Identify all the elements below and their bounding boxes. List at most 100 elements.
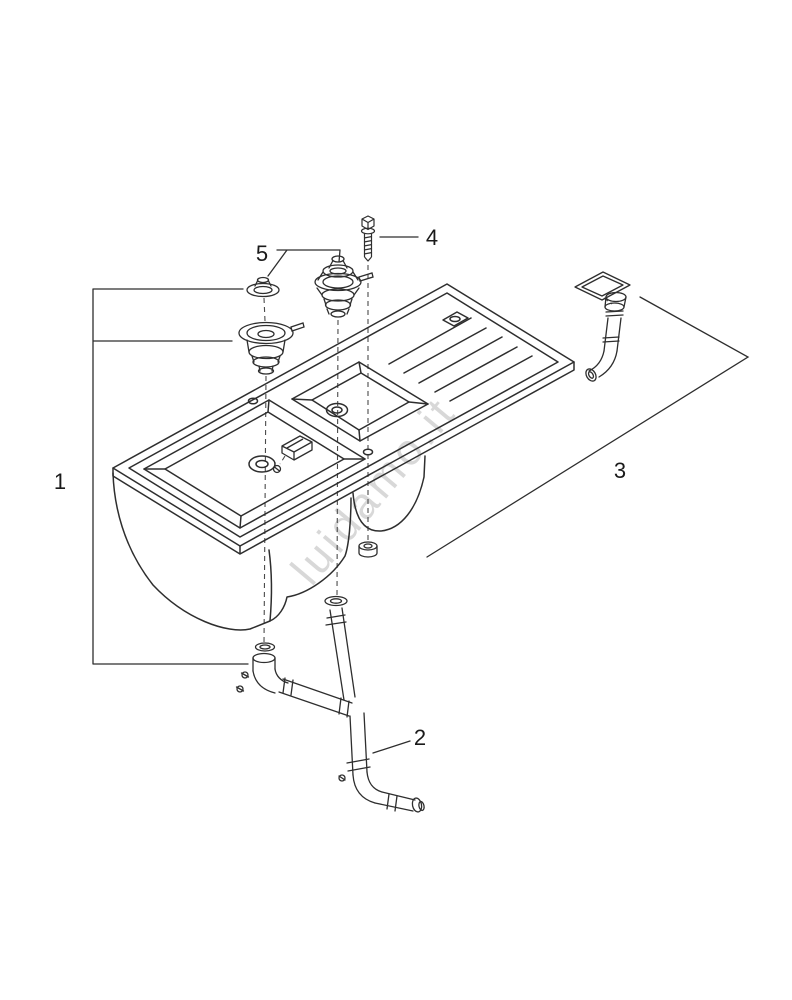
overflow-outlet-flange: [585, 368, 597, 382]
mounting-clamp: [272, 435, 313, 474]
overflow-pipe-ribs: [605, 310, 624, 317]
trap-clamp-screw: [338, 774, 346, 782]
overflow-pipe-elbow: [588, 350, 618, 378]
part-label-1: 1: [54, 469, 66, 494]
trap-coupling-2: [338, 697, 350, 718]
middle-strainer-body-sides: [316, 287, 360, 315]
trap-clamp-bolt-1-slot: [240, 672, 250, 678]
clamp-body: [281, 435, 313, 461]
sink-underside-bowl-divider: [268, 549, 273, 622]
sink-underside-left-bowls: [112, 472, 352, 631]
screw-tip: [364, 256, 372, 262]
middle-strainer-flange-inner: [322, 275, 354, 289]
screw-washer: [360, 227, 376, 235]
left-bowl-drain-hole: [248, 455, 276, 473]
middle-strainer-lever: [358, 272, 374, 282]
middle-strainer-ring2: [324, 299, 352, 311]
locknut-sides: [358, 546, 378, 558]
basket-knob: [331, 255, 345, 263]
overflow-pipe-tube: [603, 317, 622, 352]
axis-middle-strainer-dashed: [336, 319, 339, 598]
part-label-4: 4: [426, 225, 438, 250]
trap-inlet-flange: [252, 652, 276, 664]
locknut-hole: [363, 543, 373, 549]
sink-body: [112, 283, 575, 631]
screw-threads: [363, 235, 373, 255]
strainer-lever: [290, 322, 305, 332]
strainer-locknut: [358, 541, 378, 558]
middle-bowl-drain-hole-inner: [331, 406, 343, 414]
strainer-cap-base: [246, 282, 280, 298]
strainer-left-assembly: [238, 276, 305, 375]
strainer-body-ring2: [252, 356, 280, 368]
overflow-escutcheon: [574, 271, 631, 301]
overflow-outlet-hole: [587, 371, 595, 379]
trap-inlet-tube: [252, 657, 276, 672]
basket-stem: [328, 259, 348, 269]
oring-middle-inner: [329, 598, 343, 604]
trap-branch-coupling: [325, 614, 347, 626]
middle-strainer-tail: [330, 310, 346, 318]
strainer-flange-hole: [257, 329, 275, 339]
left-bowl-bottom: [164, 411, 345, 517]
rim-hole-front: [362, 448, 374, 456]
drainboard-grooves: [388, 317, 533, 402]
strainer-flange-inner: [246, 324, 286, 342]
locknut-top: [358, 541, 378, 551]
oring-left: [254, 642, 276, 652]
overflow-pipe-band: [604, 302, 625, 312]
drainboard-drain-slot-inner: [449, 315, 461, 323]
axis-clamp-dashed: [279, 455, 286, 465]
oring-middle: [324, 595, 348, 607]
trap-clamp-screw-slot: [338, 775, 346, 781]
strainer-cap-base-inner: [253, 285, 273, 295]
left-bowl-corner-lines: [143, 399, 366, 529]
trap-outlet-tube: [374, 791, 416, 812]
overflow-pipe-nut: [605, 291, 627, 303]
sink-inner-rim: [128, 292, 559, 538]
middle-strainer-ring1: [321, 288, 355, 302]
trap-branch-tube: [329, 607, 356, 701]
left-bowl-drain-hole-inner: [255, 459, 269, 469]
rim-hole-back: [247, 397, 259, 405]
middle-bowl-corner-lines: [291, 361, 429, 442]
axis-left-strainer-dashed: [263, 297, 267, 645]
strainer-cap-cone: [254, 279, 272, 287]
part-label-5: 5: [256, 241, 268, 266]
sink-underside-middle-bowl: [352, 455, 426, 532]
overflow-pipe-ring: [602, 336, 620, 343]
part-label-3: 3: [614, 458, 626, 483]
trap-clamp-bolt-2-slot: [235, 686, 245, 692]
middle-strainer-flange: [314, 272, 362, 292]
strainer-middle-assembly: [314, 255, 374, 318]
watermark-text: luidamo.it: [282, 387, 466, 593]
clamp-screw: [272, 464, 282, 474]
part5-bracket-line: [267, 249, 341, 277]
strainer-cap-knob: [256, 276, 270, 284]
trap-clamp-bolt-2: [236, 685, 244, 693]
drainboard-drain-slot: [442, 311, 469, 327]
part2-leader-line: [372, 740, 411, 754]
trap-outlet-ribs: [386, 793, 398, 812]
drain-trap-assembly: [235, 595, 425, 813]
trap-bottom-elbow: [352, 771, 383, 804]
strainer-body-sides: [246, 339, 286, 372]
sink-rim-edge: [112, 361, 575, 555]
trap-clamp-band: [346, 758, 371, 772]
part1-bracket-line: [92, 288, 249, 665]
basket-top: [322, 264, 354, 278]
trap-clamp-bolt-1: [241, 671, 249, 679]
trap-inlet-elbow: [252, 668, 289, 694]
screw-head: [361, 215, 375, 231]
strainer-body-tail: [257, 367, 275, 375]
overflow-escutcheon-inner: [581, 275, 624, 297]
strainer-body-ring1: [248, 344, 284, 360]
part3-leader-line: [426, 296, 750, 558]
trap-down-tube: [349, 712, 368, 776]
oring-left-inner: [259, 644, 271, 650]
part-label-2: 2: [414, 725, 426, 750]
trap-outlet-tip: [418, 800, 425, 812]
trap-coupling-1: [282, 677, 294, 696]
